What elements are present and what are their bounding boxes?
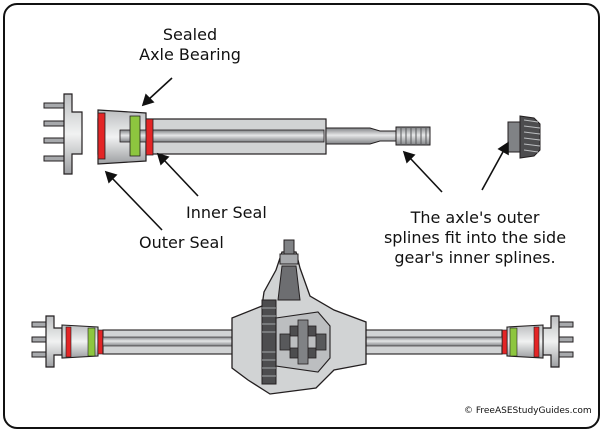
arrow-inner-seal	[156, 152, 199, 197]
ring-gear	[261, 299, 277, 385]
arrow-sealed-bearing	[141, 77, 173, 107]
outer-seal	[97, 112, 106, 160]
side-gear	[507, 115, 541, 159]
right-bearing	[509, 327, 518, 357]
outer-seal-label: Outer Seal	[139, 233, 224, 252]
splines-label-line3: gear's inner splines.	[394, 248, 556, 267]
axle-flange	[63, 93, 83, 175]
left-flange	[45, 315, 63, 368]
spider-gears	[279, 319, 327, 365]
inner-seal-label: Inner Seal	[186, 203, 267, 222]
arrow-outer-splines	[402, 150, 443, 193]
complete-axle-assembly	[31, 239, 574, 395]
splines-label-line2: splines fit into the side	[383, 228, 567, 247]
sealed-bearing-label-line1: Sealed	[162, 25, 218, 44]
pinion-yoke	[277, 239, 301, 301]
left-outer-seal	[65, 326, 72, 358]
sealed-axle-bearing	[129, 115, 141, 157]
left-bearing	[87, 327, 96, 357]
arrow-side-gear	[481, 141, 509, 191]
right-outer-seal	[533, 326, 540, 358]
wheel-studs	[43, 102, 67, 162]
copyright-credit: © FreeASEStudyGuides.com	[464, 406, 592, 416]
callout-arrows	[104, 77, 509, 231]
right-flange	[542, 315, 560, 368]
sealed-bearing-label: Sealed Axle Bearing	[128, 25, 252, 65]
left-inner-seal	[97, 329, 104, 355]
outer-splines	[395, 126, 431, 146]
axle-shaft	[119, 129, 325, 143]
sealed-bearing-label-line2: Axle Bearing	[139, 45, 241, 64]
arrow-outer-seal	[104, 170, 163, 231]
axle-shaft-end	[325, 127, 399, 145]
inner-seal	[145, 118, 154, 156]
splines-label: The axle's outer splines fit into the si…	[368, 208, 582, 268]
removed-axle-assembly	[43, 93, 431, 175]
splines-label-line1: The axle's outer	[410, 208, 540, 227]
right-inner-seal	[501, 329, 508, 355]
